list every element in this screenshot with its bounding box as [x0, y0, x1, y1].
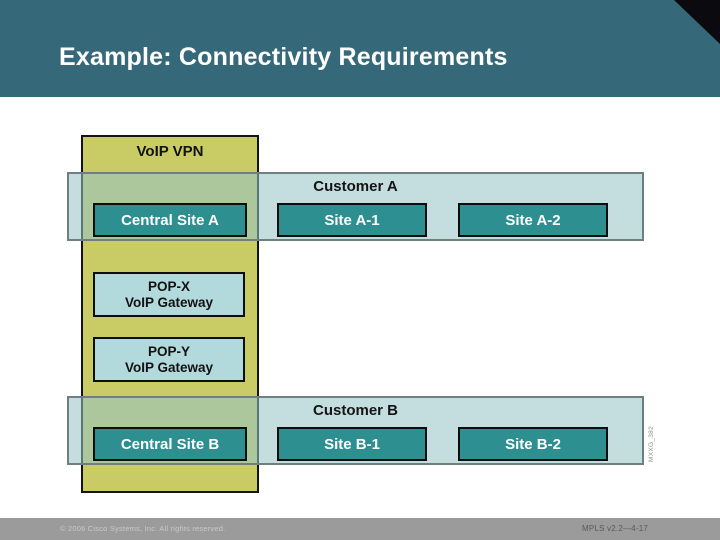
- footer-bar: © 2006 Cisco Systems, Inc. All rights re…: [0, 518, 720, 540]
- voip-vpn-label: VoIP VPN: [136, 143, 204, 160]
- connectivity-diagram: VoIP VPN Customer A Central Site A Site …: [0, 97, 720, 518]
- customer-a-band: Customer A Central Site A Site A-1 Site …: [67, 172, 644, 241]
- central-site-a-box: Central Site A: [93, 203, 247, 237]
- site-a2-box: Site A-2: [458, 203, 608, 237]
- pop-x-role: VoIP Gateway: [124, 294, 214, 310]
- title-banner: Example: Connectivity Requirements: [0, 0, 720, 97]
- customer-b-label: Customer B: [312, 402, 398, 419]
- copyright-text: © 2006 Cisco Systems, Inc. All rights re…: [60, 524, 226, 533]
- figure-art-id: MXXG_382: [648, 425, 655, 462]
- course-page-code: MPLS v2.2—4-17: [582, 524, 648, 533]
- customer-b-band: Customer B Central Site B Site B-1 Site …: [67, 396, 644, 465]
- site-a1-box: Site A-1: [277, 203, 427, 237]
- site-b2-box: Site B-2: [458, 427, 608, 461]
- page-title: Example: Connectivity Requirements: [59, 43, 508, 71]
- customer-a-label: Customer A: [313, 178, 398, 195]
- site-b1-box: Site B-1: [277, 427, 427, 461]
- pop-x-gateway-box: POP-X VoIP Gateway: [93, 272, 245, 317]
- pop-y-name: POP-Y: [147, 343, 190, 359]
- pop-y-role: VoIP Gateway: [124, 359, 214, 375]
- pop-y-gateway-box: POP-Y VoIP Gateway: [93, 337, 245, 382]
- pop-x-name: POP-X: [147, 278, 190, 294]
- corner-triangle-decoration: [674, 0, 720, 44]
- central-site-b-box: Central Site B: [93, 427, 247, 461]
